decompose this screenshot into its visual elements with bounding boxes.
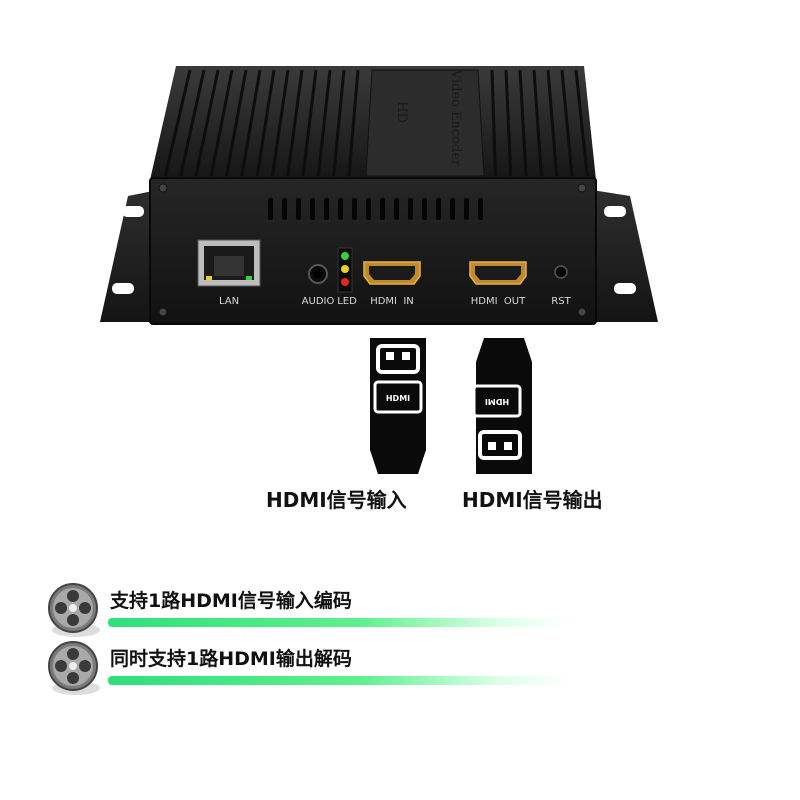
status-leds [337, 247, 353, 293]
vent-slot [422, 198, 427, 220]
lan-port [197, 239, 261, 287]
heatsink-fin [332, 69, 346, 177]
caption-hdmi-input: HDMI信号输入 [266, 488, 407, 512]
heatsink-fin [347, 69, 360, 177]
heatsink-fin [270, 69, 290, 177]
vent-slot [296, 198, 301, 220]
reset-button-hole [554, 265, 568, 279]
heatsink-fin [179, 69, 206, 177]
lid-title: Video Encoder [448, 69, 463, 167]
label-rst: RST [551, 296, 571, 307]
feature-item-2: 同时支持1路HDMI输出解码 [40, 636, 600, 695]
film-reel-icon [48, 583, 100, 637]
device-front-panel: LAN AUDIO LED HDMI IN HDMI OUT RST [149, 177, 597, 325]
heatsink-fin [301, 69, 318, 177]
vent-slot [282, 198, 287, 220]
audio-jack [308, 264, 328, 284]
vent-slot [408, 198, 413, 220]
heatsink-fin [560, 69, 574, 177]
hdmi-output-cable-icon: HDMI [472, 338, 532, 474]
vent-slot [436, 198, 441, 220]
vent-slot [366, 198, 371, 220]
hdmi-out-port [469, 261, 527, 285]
heatsink-fin [225, 69, 248, 177]
heatsink-fin [490, 69, 497, 177]
heatsink-fin [163, 69, 192, 177]
vent-slot [352, 198, 357, 220]
heatsink-fin [504, 69, 513, 177]
label-hdmi-out: HDMI OUT [471, 296, 526, 307]
left-mounting-flange [100, 190, 158, 322]
vent-slot [464, 198, 469, 220]
output-cable-badge: HDMI [485, 397, 509, 406]
encoder-device-illustration: HD Video Encoder [100, 66, 658, 474]
accent-bar [108, 676, 568, 685]
vent-slot [394, 198, 399, 220]
device-top-lid: HD Video Encoder [150, 66, 596, 180]
heatsink-fin [518, 69, 528, 177]
vent-slot [478, 198, 483, 220]
vent-slot [380, 198, 385, 220]
heatsink-fin [532, 69, 543, 177]
label-led: LED [337, 296, 357, 307]
heatsink-fin [255, 69, 276, 177]
heatsink-fin [574, 69, 589, 177]
hdmi-input-cable-icon: HDMI [370, 338, 426, 474]
caption-hdmi-output: HDMI信号输出 [462, 488, 603, 512]
feature-text: 同时支持1路HDMI输出解码 [110, 648, 352, 670]
vent-slot [268, 198, 273, 220]
label-lan: LAN [219, 296, 239, 307]
label-audio: AUDIO [302, 296, 335, 307]
heatsink-fin [240, 69, 262, 177]
right-mounting-flange [592, 190, 658, 322]
heatsink-fin [209, 69, 234, 177]
lid-badge: HD [394, 101, 409, 123]
label-hdmi-in: HDMI IN [370, 296, 414, 307]
heatsink-fin [316, 69, 332, 177]
vent-slot [338, 198, 343, 220]
film-reel-icon [48, 641, 100, 695]
feature-item-1: 支持1路HDMI信号输入编码 [40, 578, 600, 637]
accent-bar [108, 618, 568, 627]
vent-slot [310, 198, 315, 220]
heatsink-fin [194, 69, 220, 177]
vent-slot [450, 198, 455, 220]
input-cable-badge: HDMI [386, 394, 410, 403]
hdmi-in-port [363, 261, 421, 285]
heatsink-fin [546, 69, 559, 177]
vent-slot [324, 198, 329, 220]
heatsink-fin [286, 69, 304, 177]
feature-text: 支持1路HDMI信号输入编码 [110, 590, 352, 612]
